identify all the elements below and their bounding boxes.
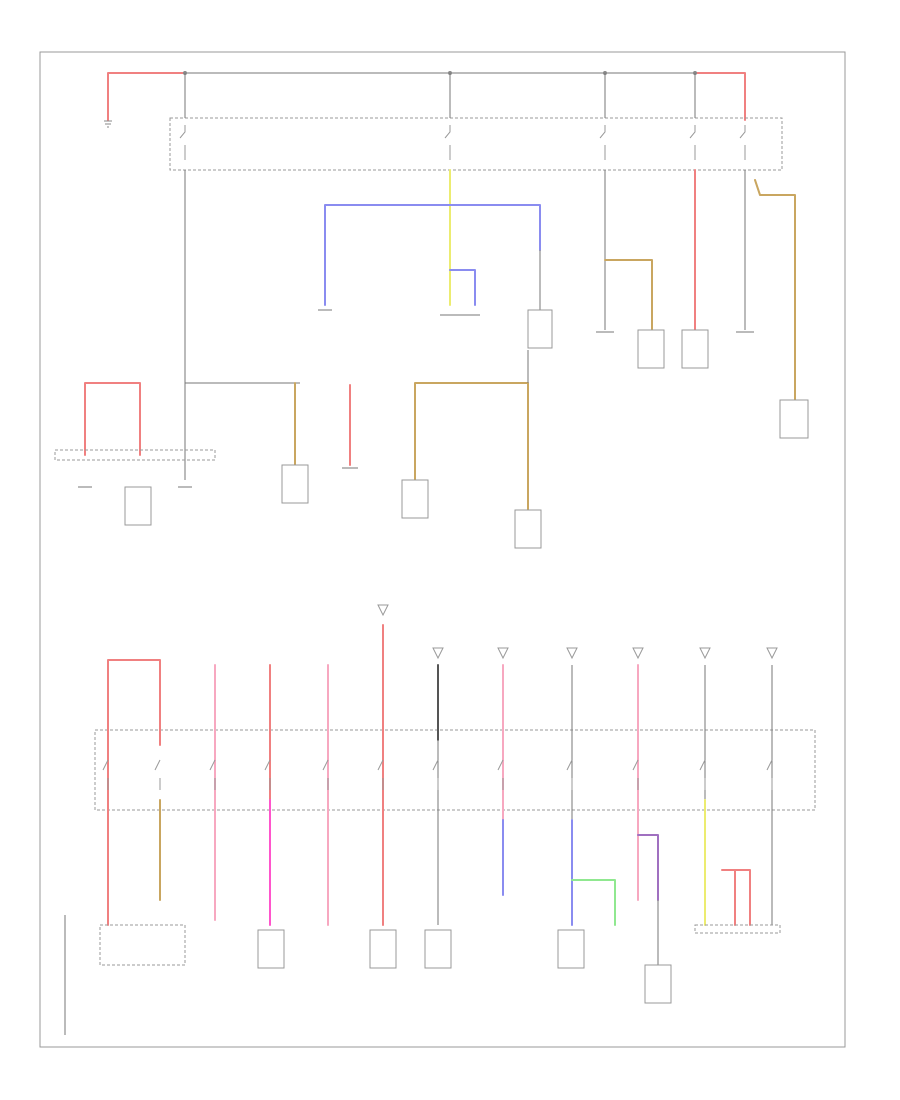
fuse-box-mid xyxy=(54,449,216,461)
wire-red-right-feed xyxy=(694,72,746,121)
connector-m1 xyxy=(281,464,309,504)
wire-tan-mid3 xyxy=(414,382,529,511)
connector-icon xyxy=(99,924,781,1004)
fuse-icon xyxy=(179,125,746,160)
ground-icon xyxy=(377,604,778,660)
wire-red-b1 xyxy=(107,659,161,926)
diagram-frame xyxy=(39,51,846,1048)
fuse-icon xyxy=(102,759,773,790)
fuse-box-top xyxy=(169,117,783,171)
connector-r2 xyxy=(681,329,709,369)
wire-battery-feed xyxy=(107,72,186,121)
connector-m3 xyxy=(401,479,429,519)
wire-green-b8 xyxy=(571,879,616,926)
fuse-box-bottom xyxy=(94,729,816,811)
wire-purple-b9 xyxy=(637,834,659,901)
ground-icon xyxy=(104,120,112,128)
connector-r4 xyxy=(779,399,809,439)
wire-blue-short xyxy=(449,269,476,306)
wire-tan-r4 xyxy=(754,179,796,401)
connector-m0 xyxy=(124,486,152,526)
connector-m4 xyxy=(514,509,542,549)
wire-blue xyxy=(324,204,541,306)
relay-connector xyxy=(527,309,553,349)
connector-r1 xyxy=(637,329,665,369)
wire-red-b10b xyxy=(721,869,751,926)
wire-red-left-loop xyxy=(84,382,141,456)
wire-tan-r1 xyxy=(604,259,653,331)
